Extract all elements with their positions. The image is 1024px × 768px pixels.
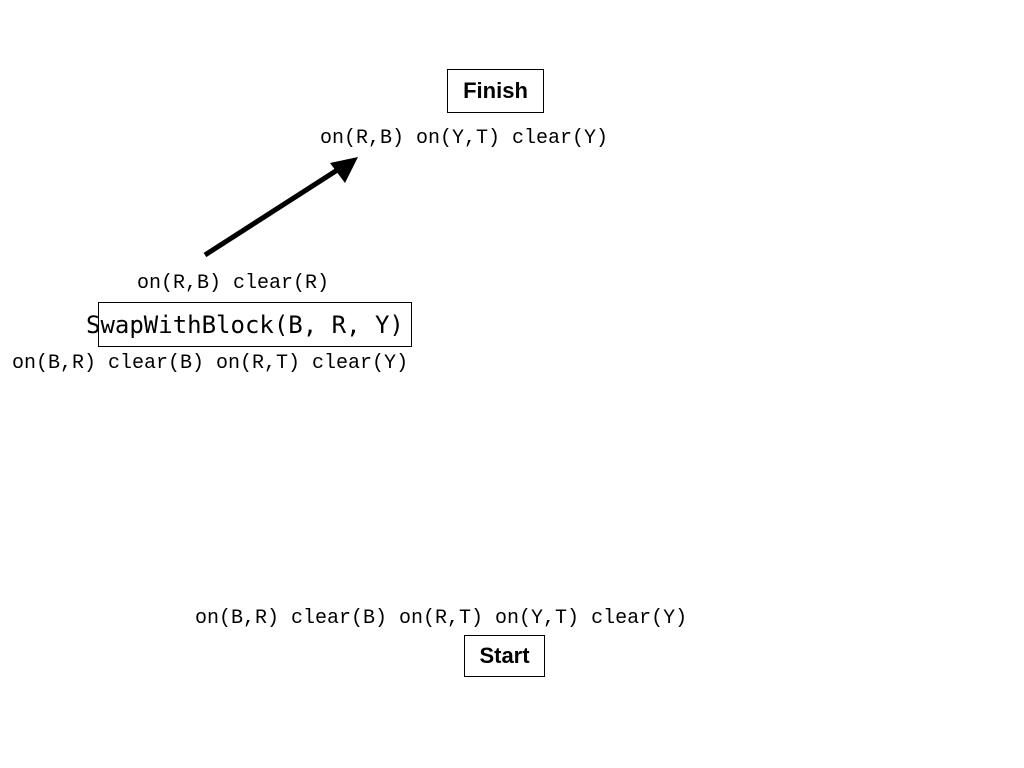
action-effects: on(R,B) clear(R) bbox=[137, 272, 330, 295]
start-label: Start bbox=[479, 643, 530, 668]
arrow-shaft bbox=[203, 164, 344, 258]
action-label: SwapWithBlock(B, R, Y) bbox=[86, 311, 404, 339]
action-preconditions: on(B,R) clear(B) on(R,T) clear(Y) bbox=[12, 352, 409, 375]
finish-node: Finish bbox=[447, 69, 544, 113]
arrow-head bbox=[330, 157, 358, 183]
start-node: Start bbox=[464, 635, 545, 677]
finish-label: Finish bbox=[463, 78, 528, 103]
finish-preconditions: on(R,B) on(Y,T) clear(Y) bbox=[320, 127, 609, 150]
start-effects: on(B,R) clear(B) on(R,T) on(Y,T) clear(Y… bbox=[195, 607, 688, 630]
action-node bbox=[98, 302, 412, 347]
